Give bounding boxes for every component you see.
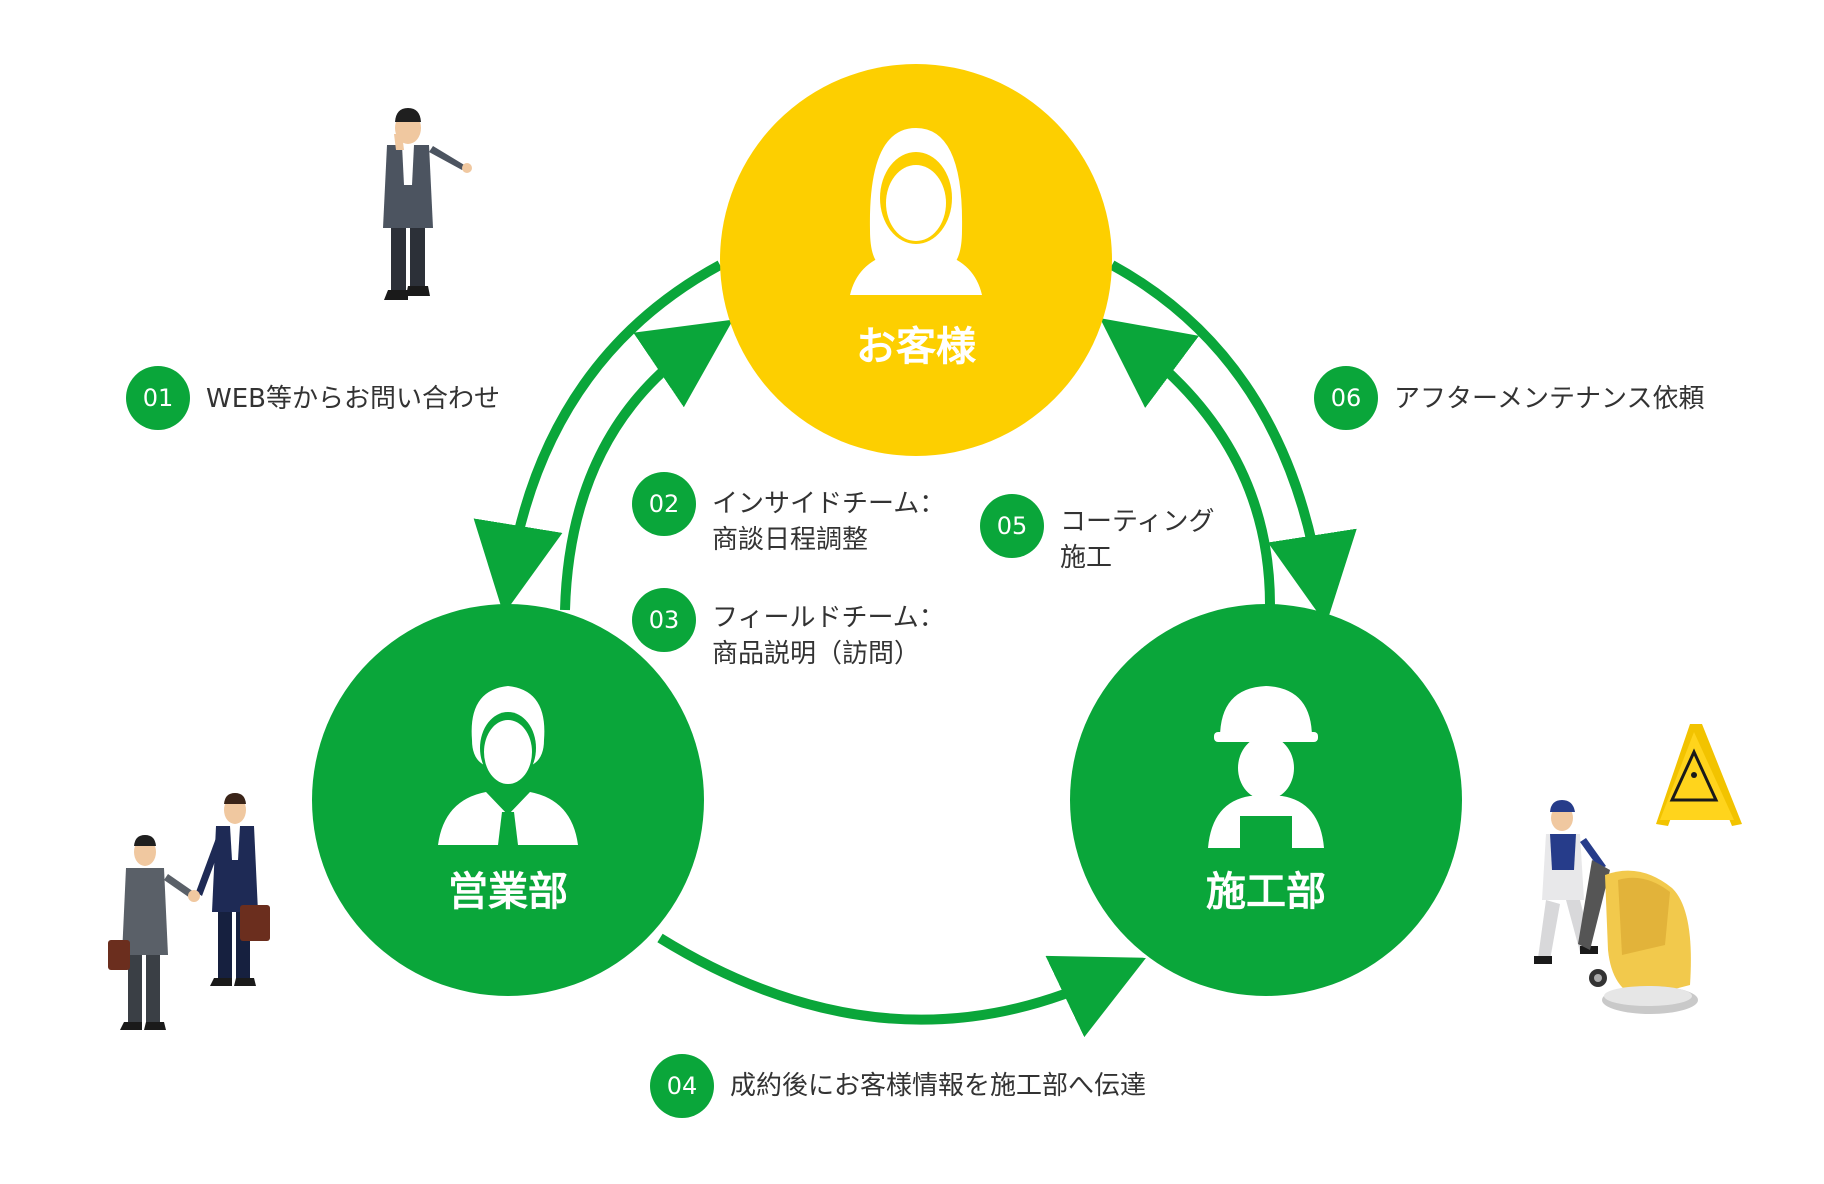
step-01: 01 WEB等からお問い合わせ <box>126 366 500 430</box>
step-text-line1: コーティング <box>1060 507 1214 537</box>
step-text-line2: 商品説明（訪問） <box>712 639 920 669</box>
arrow-sales-to-customer <box>560 319 734 611</box>
step-05: 05 コーティング 施工 <box>980 494 1214 573</box>
sales-label: 営業部 <box>448 869 568 915</box>
step-03: 03 フィールドチーム： 商品説明（訪問） <box>632 588 945 669</box>
customer-label: お客様 <box>856 324 977 370</box>
step-text: アフターメンテナンス依頼 <box>1394 384 1704 414</box>
step-text: 成約後にお客様情報を施工部へ伝達 <box>730 1071 1146 1101</box>
step-badge <box>1314 366 1378 430</box>
step-02: 02 インサイドチーム： 商談日程調整 <box>632 472 945 555</box>
sales-circle <box>312 604 704 996</box>
step-06: 06 アフターメンテナンス依頼 <box>1314 366 1704 430</box>
construction-label: 施工部 <box>1206 869 1326 915</box>
arrow-construction-to-customer <box>1099 318 1275 606</box>
helmet-worker-icon <box>1208 686 1324 848</box>
step-badge <box>980 494 1044 558</box>
woman-icon <box>850 128 982 295</box>
phone-call-person-illustration <box>383 108 472 300</box>
step-number: 01 <box>143 384 174 412</box>
arrow-sales-to-construction <box>657 933 1147 1038</box>
node-sales: 営業部 <box>312 604 704 996</box>
step-text-line2: 商談日程調整 <box>712 525 868 555</box>
step-number: 03 <box>649 606 680 634</box>
node-construction: 施工部 <box>1070 604 1462 996</box>
arrows <box>473 260 1357 1038</box>
arrow-customer-to-sales <box>473 260 723 615</box>
step-badge <box>126 366 190 430</box>
step-number: 06 <box>1331 384 1362 412</box>
step-text-line2: 施工 <box>1060 543 1112 573</box>
floor-cleaning-illustration <box>1534 800 1698 1014</box>
handshake-illustration <box>108 793 270 1030</box>
wet-floor-sign-illustration <box>1656 724 1742 826</box>
step-badge <box>632 588 696 652</box>
step-number: 02 <box>649 490 680 518</box>
arrow-customer-to-construction <box>1109 260 1357 625</box>
step-text-line1: フィールドチーム： <box>712 603 945 633</box>
step-04: 04 成約後にお客様情報を施工部へ伝達 <box>650 1054 1146 1118</box>
step-badge <box>632 472 696 536</box>
step-text: WEB等からお問い合わせ <box>206 384 500 414</box>
step-number: 05 <box>997 512 1028 540</box>
businessman-icon <box>438 686 578 845</box>
step-badge <box>650 1054 714 1118</box>
step-text-line1: インサイドチーム： <box>712 489 945 519</box>
step-number: 04 <box>667 1072 698 1100</box>
node-customer: お客様 <box>720 64 1112 456</box>
